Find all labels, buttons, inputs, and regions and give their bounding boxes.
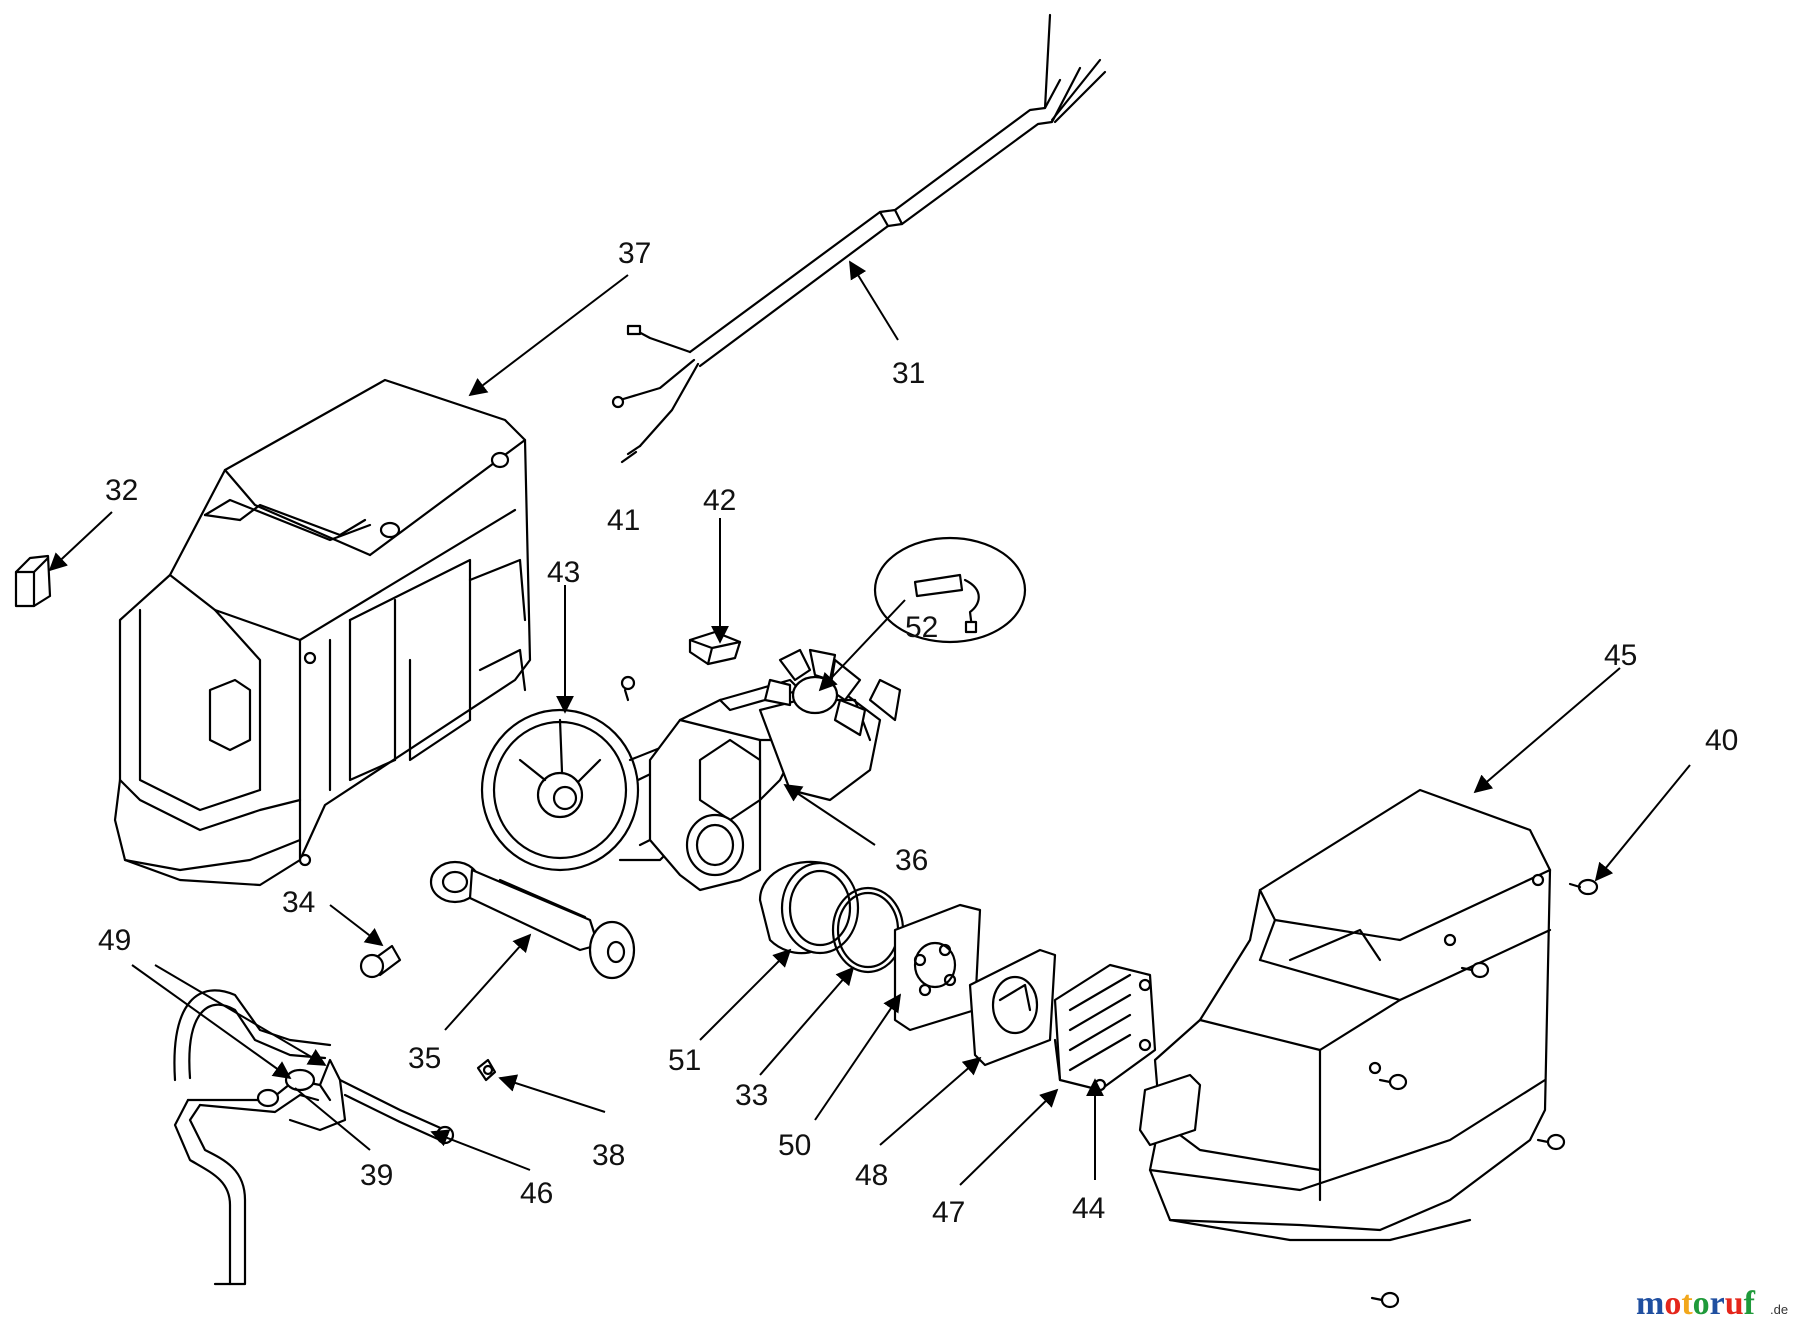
leader-lines	[48, 260, 1691, 1186]
callout-33: 33	[735, 1079, 768, 1112]
watermark-letter: t	[1681, 1285, 1693, 1322]
brush-inset-part	[873, 536, 1027, 644]
watermark-letter: o	[1693, 1285, 1710, 1322]
gasket-part	[968, 948, 1057, 1067]
callout-39: 39	[360, 1159, 393, 1192]
pad-part	[688, 630, 742, 666]
cylinder-head-part	[1053, 963, 1157, 1092]
pin-part	[359, 944, 402, 979]
callout-37: 37	[618, 237, 651, 270]
watermark-logo: motoruf .de	[1636, 1285, 1788, 1322]
callout-42: 42	[703, 484, 736, 517]
right-shroud-part	[1138, 788, 1552, 1242]
valve-plate-part	[893, 903, 982, 1032]
svg-text:motoruf: motoruf	[1636, 1285, 1756, 1322]
callout-32: 32	[105, 474, 138, 507]
watermark-suffix: .de	[1770, 1302, 1788, 1317]
callout-51: 51	[668, 1044, 701, 1077]
callout-34: 34	[282, 886, 315, 919]
callout-45: 45	[1604, 639, 1637, 672]
callout-35: 35	[408, 1042, 441, 1075]
watermark-letter: u	[1725, 1285, 1744, 1322]
rubber-foot-part	[14, 554, 52, 608]
connecting-rod-part	[429, 860, 636, 980]
watermark-letter: o	[1664, 1285, 1681, 1322]
motor-pump-part	[620, 648, 902, 892]
clip-part	[476, 1058, 497, 1082]
screw-part	[1370, 878, 1599, 1309]
callout-44: 44	[1072, 1192, 1105, 1225]
discharge-tube-part	[173, 989, 455, 1286]
callout-48: 48	[855, 1159, 888, 1192]
callout-47: 47	[932, 1196, 965, 1229]
power-cord-part	[611, 13, 1107, 464]
left-shroud-part	[113, 378, 532, 887]
callout-36: 36	[895, 844, 928, 877]
watermark-letter: m	[1636, 1285, 1664, 1322]
callout-43: 43	[547, 556, 580, 589]
watermark-letter: f	[1744, 1285, 1756, 1322]
callout-41: 41	[607, 504, 640, 537]
callout-31: 31	[892, 357, 925, 390]
callout-52: 52	[905, 611, 938, 644]
callout-50: 50	[778, 1129, 811, 1162]
callout-labels: 31 32 37 41 42 43 52 45 40 36 34 49 35 5…	[98, 237, 1738, 1229]
callout-46: 46	[520, 1177, 553, 1210]
callout-49: 49	[98, 924, 131, 957]
callout-38: 38	[592, 1139, 625, 1172]
callout-40: 40	[1705, 724, 1738, 757]
watermark-letter: r	[1710, 1285, 1725, 1322]
